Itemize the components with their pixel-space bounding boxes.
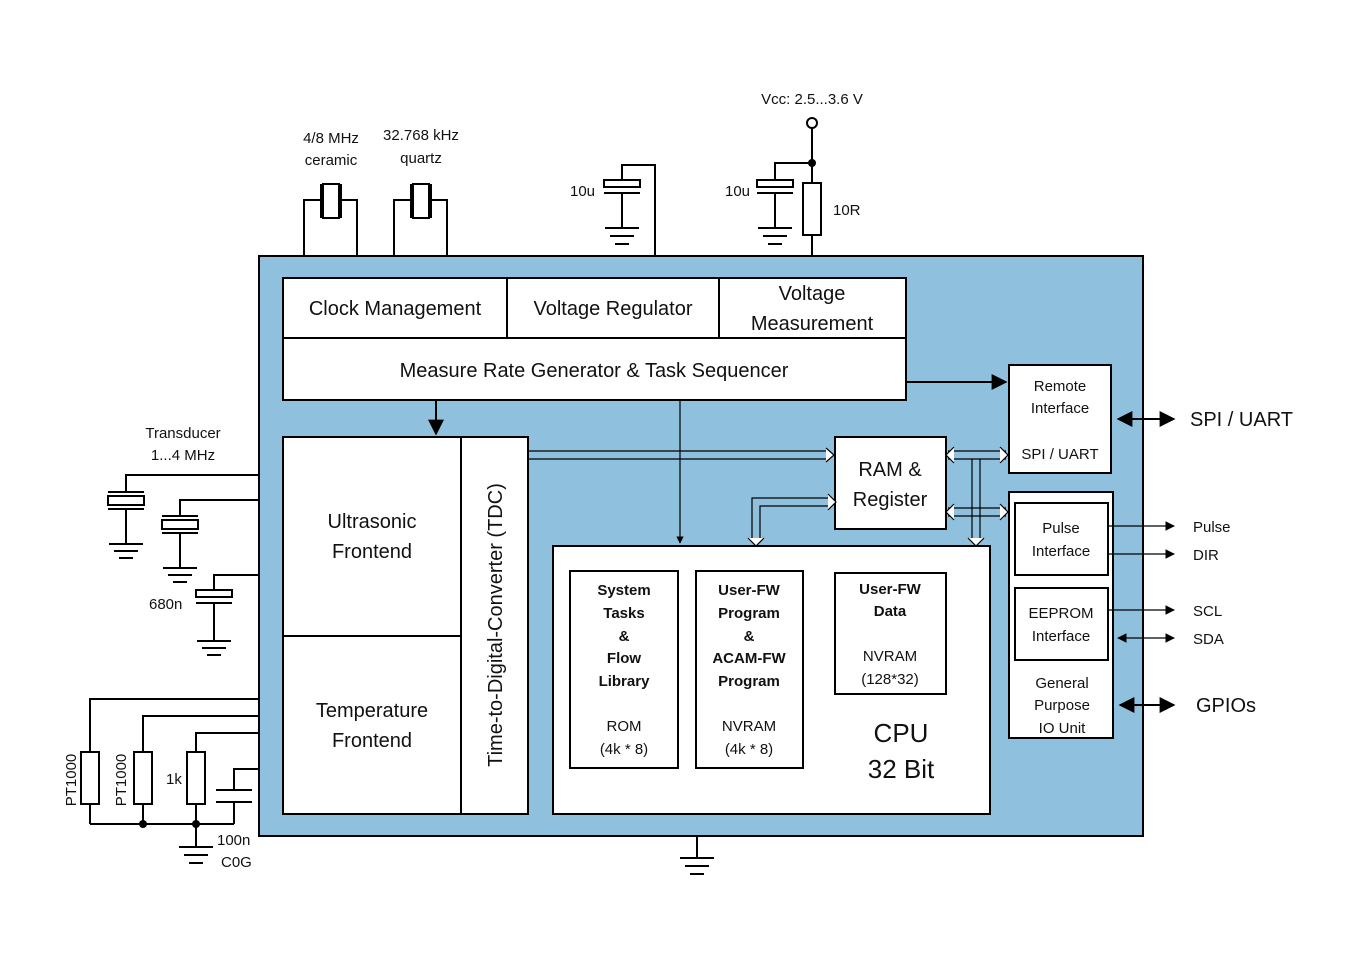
sequencer-label: Measure Rate Generator & Task Sequencer [400,360,789,382]
temperature-frontend-block [282,635,462,815]
transducer-1 [107,474,259,559]
user-fw-data-block [834,572,947,695]
clock-management-label: Clock Management [309,298,482,320]
gpio-unit-label-1: General [1035,675,1088,692]
user-fw-program-label-1: User-FW [718,582,781,599]
system-rom-label-3: & [619,628,630,645]
cpu-label-2: 32 Bit [868,754,935,784]
quartz-label-1: 32.768 kHz [383,127,459,144]
ram-cpu-bus [747,493,837,547]
system-rom-label-5: Library [599,673,651,690]
voltage-measurement-block [718,277,907,339]
ceramic-label-2: ceramic [305,152,358,169]
pt1000-sensor-1 [80,698,259,824]
gpios-label: GPIOs [1196,695,1256,717]
sda-signal-label: SDA [1193,631,1224,648]
tdc-block [460,436,529,815]
user-fw-data-size: (128*32) [861,671,919,688]
user-fw-program-size: (4k * 8) [725,741,773,758]
remote-interface-block [1008,364,1112,474]
system-rom-label-1: System [597,582,650,599]
ultrasonic-frontend-label-1: Ultrasonic [328,511,417,533]
transducer-label-1: Transducer [145,425,220,442]
dir-signal-label: DIR [1193,547,1219,564]
ram-register-label-1: RAM & [858,459,922,481]
user-fw-data-type: NVRAM [863,648,917,665]
voltage-measurement-label-2: Measurement [751,313,874,335]
system-rom-size: (4k * 8) [600,741,648,758]
remote-interface-label-1: Remote [1034,378,1087,395]
capacitor-100n-label-2: C0G [221,854,252,871]
user-fw-data-label-2: Data [874,603,907,620]
capacitor-100n [216,768,259,824]
capacitor-680n [195,574,259,656]
decoupling-capacitor-1 [603,164,656,256]
eeprom-interface-label-1: EEPROM [1028,605,1093,622]
user-fw-program-label-2: Program [718,605,780,622]
tdc-to-ram-bus [528,447,835,463]
resistor-10r-label: 10R [833,202,861,219]
user-fw-program-type: NVRAM [722,718,776,735]
ultrasonic-frontend-block [282,436,462,637]
transducer-label-2: 1...4 MHz [151,447,215,464]
gpio-unit-label-3: IO Unit [1039,720,1087,737]
spi-uart-external-label: SPI / UART [1190,409,1293,431]
pulse-signal-label: Pulse [1193,519,1231,536]
eeprom-interface-block [1014,587,1109,661]
voltage-measurement-label-1: Voltage [779,283,846,305]
vcc-label: Vcc: 2.5...3.6 V [761,91,863,108]
remote-interface-label-3: SPI / UART [1021,446,1098,463]
system-rom-type: ROM [607,718,642,735]
user-fw-program-label-4: ACAM-FW [712,650,786,667]
user-fw-program-label-5: Program [718,673,780,690]
temperature-common-rail [90,820,234,864]
system-rom-label-2: Tasks [603,605,644,622]
vcc-supply [756,117,822,256]
remote-interface-label-2: Interface [1031,400,1089,417]
transducer-2 [161,499,259,583]
pulse-interface-block [1014,502,1109,576]
cap-10u-label-1: 10u [570,183,595,200]
scl-signal-label: SCL [1193,603,1222,620]
ram-register-label-2: Register [853,489,928,511]
quartz-crystal [393,183,448,256]
pulse-interface-label-2: Interface [1032,543,1090,560]
pulse-interface-label-1: Pulse [1042,520,1080,537]
pt1000-label-1: PT1000 [63,754,80,807]
user-fw-data-label-1: User-FW [859,581,922,598]
ram-register-block [834,436,947,530]
resistor-1k-label: 1k [166,771,182,788]
chip-ground-symbol [680,836,714,875]
resistor-1k [186,732,259,824]
ultrasonic-frontend-label-2: Frontend [332,541,412,563]
ceramic-label-1: 4/8 MHz [303,130,359,147]
quartz-label-2: quartz [400,150,442,167]
cap-10u-label-2: 10u [725,183,750,200]
user-fw-program-label-3: & [744,628,755,645]
system-rom-label-4: Flow [607,650,641,667]
capacitor-680n-label: 680n [149,596,182,613]
pt1000-label-2: PT1000 [113,754,130,807]
voltage-regulator-label: Voltage Regulator [533,298,692,320]
capacitor-100n-label-1: 100n [217,832,250,849]
user-fw-program-block [695,570,804,769]
cpu-label-1: CPU [874,718,929,748]
tdc-label: Time-to-Digital-Converter (TDC) [485,483,507,767]
sequencer-block [282,337,907,401]
gpio-unit-label-2: Purpose [1034,697,1090,714]
temperature-frontend-label-2: Frontend [332,730,412,752]
system-rom-block [569,570,679,769]
pt1000-sensor-2 [133,715,259,824]
eeprom-interface-label-2: Interface [1032,628,1090,645]
ceramic-resonator [303,183,358,256]
temperature-frontend-label-1: Temperature [316,700,428,722]
